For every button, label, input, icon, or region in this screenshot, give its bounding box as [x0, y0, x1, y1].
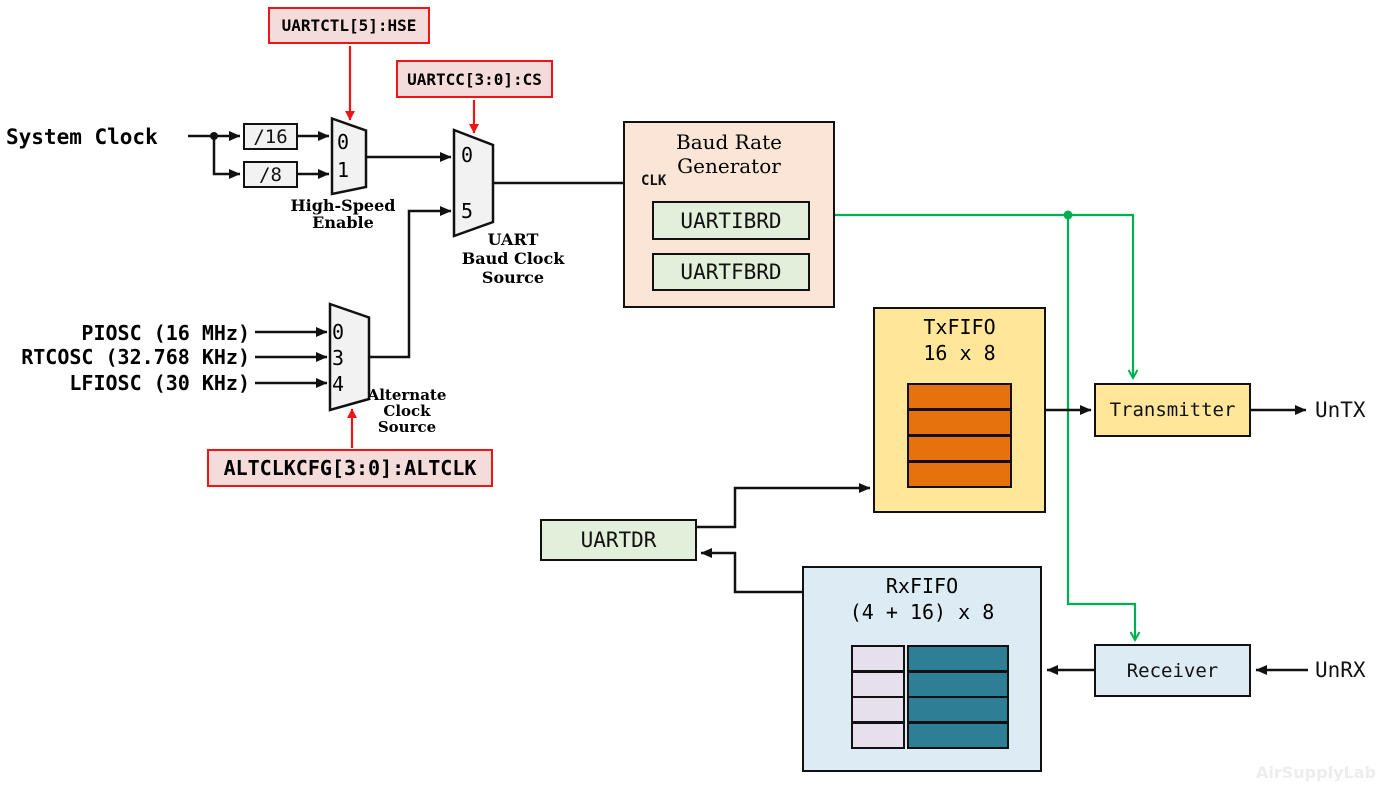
- rtcosc-label: RTCOSC (32.768 KHz): [21, 345, 250, 369]
- transmitter-block: Transmitter: [1094, 383, 1251, 437]
- wire-mux3-to-mux2: [369, 206, 452, 359]
- rxfifo-status-cell: [853, 647, 903, 671]
- uartfbrd-register: UARTFBRD: [652, 253, 810, 291]
- rxfifo-slot-stack: [851, 645, 1009, 749]
- mux3-input-3: 3: [332, 346, 345, 370]
- rxfifo-data-cell: [909, 647, 1007, 671]
- mux2-input-0: 0: [461, 143, 474, 167]
- rxfifo-data-cell: [909, 698, 1007, 722]
- txfifo-slot-stack: [907, 383, 1012, 488]
- uartibrd-register: UARTIBRD: [652, 201, 810, 240]
- wire-rxfifo-to-uartdr: [700, 548, 802, 594]
- untx-label: UnTX: [1315, 398, 1366, 422]
- callout-uartcc-cs: UARTCC[3:0]:CS: [396, 60, 553, 98]
- mux3-input-0: 0: [332, 320, 345, 344]
- rxfifo-name: RxFIFO: [885, 574, 959, 598]
- wire-sysclk-to-div8: [212, 136, 241, 179]
- caption-line: High-Speed: [290, 196, 396, 215]
- mux1-input-0: 0: [337, 130, 350, 154]
- high-speed-enable-caption: High-Speed Enable: [273, 197, 413, 231]
- caption-line: Enable: [312, 213, 374, 232]
- unrx-label: UnRX: [1315, 658, 1366, 682]
- rxfifo-title: RxFIFO (4 + 16) x 8: [802, 573, 1042, 625]
- rxfifo-status-column: [851, 645, 905, 749]
- txfifo-size: 16 x 8: [923, 341, 996, 365]
- system-clock-label: System Clock: [6, 125, 158, 149]
- callout-uartctl-hse: UARTCTL[5]:HSE: [268, 7, 430, 44]
- alternate-clock-source-caption: Alternate Clock Source: [357, 387, 457, 435]
- watermark-text: AirSupplyLab: [1256, 763, 1376, 782]
- piosc-label: PIOSC (16 MHz): [81, 321, 250, 345]
- caption-line: Clock Source: [377, 402, 437, 436]
- clk-input-label: CLK: [641, 173, 667, 189]
- txfifo-slot: [909, 436, 1010, 461]
- rxfifo-status-cell: [853, 672, 903, 696]
- txfifo-title: TxFIFO 16 x 8: [873, 314, 1046, 366]
- green-clock-to-transmitter: [835, 213, 1139, 381]
- caption-line: UART: [487, 230, 539, 249]
- mux-high-speed-enable-shape: [330, 116, 368, 196]
- divide-by-16-block: /16: [243, 123, 298, 150]
- baud-rate-generator-title: Baud Rate Generator: [676, 130, 782, 178]
- wire-uartdr-to-txfifo: [697, 483, 871, 529]
- rxfifo-data-cell: [909, 723, 1007, 747]
- txfifo-slot: [909, 462, 1010, 486]
- rxfifo-status-cell: [853, 723, 903, 747]
- rxfifo-status-cell: [853, 698, 903, 722]
- sysclk-junction-dot: [210, 132, 218, 140]
- caption-line: Baud Clock Source: [461, 249, 565, 287]
- receiver-block: Receiver: [1094, 644, 1251, 697]
- uart-baud-clock-source-caption: UART Baud Clock Source: [437, 230, 589, 287]
- lfiosc-label: LFIOSC (30 KHz): [69, 371, 250, 395]
- caption-line: Alternate: [367, 386, 447, 404]
- rxfifo-data-column: [907, 645, 1009, 749]
- uartdr-register: UARTDR: [540, 519, 697, 561]
- mux1-input-1: 1: [337, 158, 350, 182]
- divide-by-8-block: /8: [243, 161, 298, 188]
- mux-alternate-clock-source-shape: [328, 302, 371, 412]
- rxfifo-data-cell: [909, 672, 1007, 696]
- mux3-input-4: 4: [332, 372, 345, 396]
- mux-uart-baud-clock-source-shape: [452, 128, 495, 238]
- rxfifo-size: (4 + 16) x 8: [849, 600, 995, 624]
- txfifo-slot: [909, 385, 1010, 409]
- green-junction-dot: [1063, 210, 1073, 220]
- txfifo-slot: [909, 410, 1010, 435]
- txfifo-name: TxFIFO: [923, 315, 996, 339]
- mux2-input-5: 5: [461, 199, 474, 223]
- callout-altclkcfg: ALTCLKCFG[3:0]:ALTCLK: [207, 449, 493, 487]
